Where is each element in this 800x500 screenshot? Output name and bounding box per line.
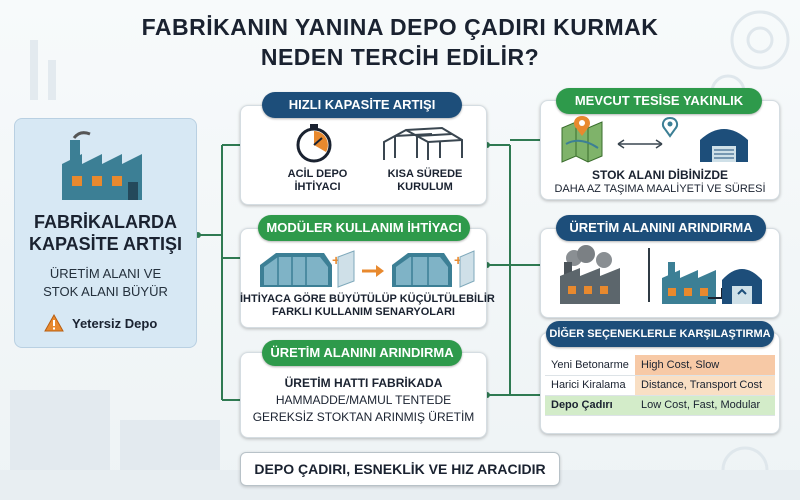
warning-text: Yetersiz Depo [72,316,158,331]
comparison-option: Depo Çadırı [545,395,635,416]
pill-moduler: MODÜLER KULLANIM İHTİYACI [258,215,470,241]
table-row: Yeni Betonarme High Cost, Slow [545,355,775,376]
clean-factory-icon [662,262,716,304]
pill-hizli-kapasite: HIZLI KAPASİTE ARTIŞI [262,92,462,118]
location-pin-icon [661,116,679,138]
hizli-item1-line1: ACİL DEPO [287,168,348,180]
stopwatch-icon [296,124,332,163]
uretim-left-line-2: HAMMADDE/MAMUL TENTEDE [275,393,452,407]
hizli-item2-line1: KISA SÜREDE [387,168,463,180]
moduler-line-1: İHTİYACA GÖRE BÜYÜTÜLÜP KÜÇÜLTÜLEBİLİR [240,293,495,305]
left-sub-1: ÜRETİM ALANI VE [49,266,162,281]
mevcut-line-1: STOK ALANI DİBİNİZDE [591,168,728,182]
table-row: Depo Çadırı Low Cost, Fast, Modular [545,395,775,416]
tent-icon [260,253,332,287]
pill-uretim-right: ÜRETİM ALANINI ARINDIRMA [556,215,766,241]
left-heading-2: KAPASİTE ARTIŞI [28,234,182,254]
hizli-item1-line2: İHTİYACI [294,181,341,193]
mevcut-line-2: DAHA AZ TAŞIMA MAALİYETİ VE SÜRESİ [554,183,766,195]
modular-tent-diagram: + + [260,250,475,288]
map-proximity-diagram [561,116,748,163]
left-sub-2: STOK ALANI BÜYÜR [43,284,168,299]
comparison-option: Harici Kiralama [545,375,635,396]
svg-text:+: + [454,252,462,268]
moduler-line-2: FARKLI KULLANIM SENARYOLARI [272,306,455,318]
pill-uretim-left: ÜRETİM ALANINI ARINDIRMA [262,340,462,366]
bottom-conclusion: DEPO ÇADIRI, ESNEKLİK VE HIZ ARACIDIR [240,452,560,486]
left-heading-1: FABRİKALARDA [34,212,177,232]
pill-mevcut: MEVCUT TESİSE YAKINLIK [556,88,762,114]
comparison-result: Distance, Transport Cost [635,375,775,396]
storage-tent-icon [722,269,762,304]
comparison-table: Yeni Betonarme High Cost, Slow Harici Ki… [545,355,775,416]
card-hizli-kapasite [240,105,487,205]
uretim-left-line-3: GEREKSİZ STOKTAN ARINMIŞ ÜRETİM [252,410,475,424]
card-uretim-left [240,352,487,438]
comparison-option: Yeni Betonarme [545,355,635,376]
arindirma-diagram [560,245,762,304]
location-pin-icon [574,116,590,136]
storage-tent-icon [700,129,748,162]
tent-frame-icon [383,126,463,160]
uretim-left-line-1: ÜRETİM HATTI FABRİKADA [284,376,443,390]
comparison-result: High Cost, Slow [635,355,775,376]
title-line-1: FABRİKANIN YANINA DEPO ÇADIRI KURMAK [141,14,659,40]
gear-icon [730,10,790,70]
hizli-item2-line2: KURULUM [397,181,453,193]
polluted-factory-icon [560,245,620,304]
warning-icon [44,314,64,332]
tent-icon [392,253,452,287]
svg-text:+: + [332,252,340,268]
table-row: Harici Kiralama Distance, Transport Cost [545,375,775,396]
pill-comparison: DİĞER SEÇENEKLERLE KARŞILAŞTIRMA [546,321,774,347]
factory-icon [62,131,142,200]
comparison-result: Low Cost, Fast, Modular [635,395,775,416]
left-panel [14,118,197,348]
title-line-2: NEDEN TERCİH EDİLİR? [260,44,540,70]
